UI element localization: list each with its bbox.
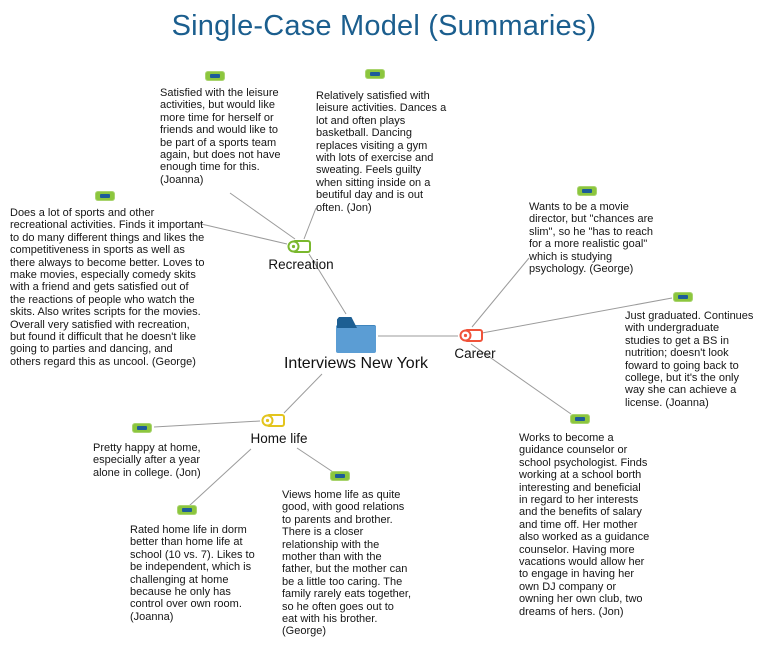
connector-line <box>196 222 288 245</box>
summary-note-career-george[interactable]: Wants to be a movie director, but "chanc… <box>529 201 654 276</box>
memo-dash-icon <box>370 72 380 76</box>
summary-note-career-joanna[interactable]: Just graduated. Continues with undergrad… <box>625 310 754 409</box>
summary-note-recreation-joanna[interactable]: Satisfied with the leisure activities, b… <box>160 87 281 186</box>
memo-dash-icon <box>210 74 220 78</box>
code-icon-career[interactable] <box>458 328 484 343</box>
node-label-recreation[interactable]: Recreation <box>268 257 334 272</box>
connector-line <box>471 257 530 328</box>
memo-icon[interactable] <box>95 191 115 201</box>
summary-note-recreation-jon[interactable]: Relatively satisfied with leisure activi… <box>316 90 447 214</box>
folder-body <box>336 325 376 353</box>
memo-dash-icon <box>582 189 592 193</box>
memo-dash-icon <box>678 295 688 299</box>
connector-line <box>308 253 347 315</box>
connector-line <box>481 297 673 334</box>
connector-line <box>153 420 261 428</box>
summary-note-homelife-joanna[interactable]: Rated home life in dorm better than home… <box>130 524 255 623</box>
code-icon-recreation[interactable] <box>286 239 312 254</box>
connector-line <box>283 373 323 414</box>
memo-dash-icon <box>182 508 192 512</box>
memo-icon[interactable] <box>673 292 693 302</box>
code-tag-dot <box>265 418 270 423</box>
connector-line <box>229 192 296 240</box>
folder-tab <box>337 317 357 328</box>
summary-note-recreation-george[interactable]: Does a lot of sports and other recreatio… <box>10 207 205 368</box>
summary-note-homelife-jon[interactable]: Pretty happy at home, especially after a… <box>93 442 201 479</box>
diagram-title: Single-Case Model (Summaries) <box>171 10 597 42</box>
node-label-career[interactable]: Career <box>454 346 496 361</box>
memo-icon[interactable] <box>330 471 350 481</box>
code-tag-dot <box>463 333 468 338</box>
memo-dash-icon <box>575 417 585 421</box>
memo-icon[interactable] <box>177 505 197 515</box>
memo-icon[interactable] <box>570 414 590 424</box>
summary-note-homelife-george[interactable]: Views home life as quite good, with good… <box>282 489 412 638</box>
memo-icon[interactable] <box>365 69 385 79</box>
root-node-label[interactable]: Interviews New York <box>283 355 429 372</box>
code-tag-dot <box>291 244 296 249</box>
code-icon-homelife[interactable] <box>260 413 286 428</box>
connector-line <box>303 207 317 240</box>
folder-icon[interactable] <box>336 317 376 353</box>
connector-line <box>296 447 334 473</box>
connector-line <box>470 343 572 415</box>
memo-dash-icon <box>100 194 110 198</box>
summary-note-career-jon[interactable]: Works to become a guidance counselor or … <box>519 432 650 618</box>
memo-dash-icon <box>335 474 345 478</box>
memo-icon[interactable] <box>577 186 597 196</box>
memo-icon[interactable] <box>132 423 152 433</box>
memo-icon[interactable] <box>205 71 225 81</box>
memo-dash-icon <box>137 426 147 430</box>
connector-line <box>188 448 252 507</box>
node-label-homelife[interactable]: Home life <box>250 431 308 446</box>
